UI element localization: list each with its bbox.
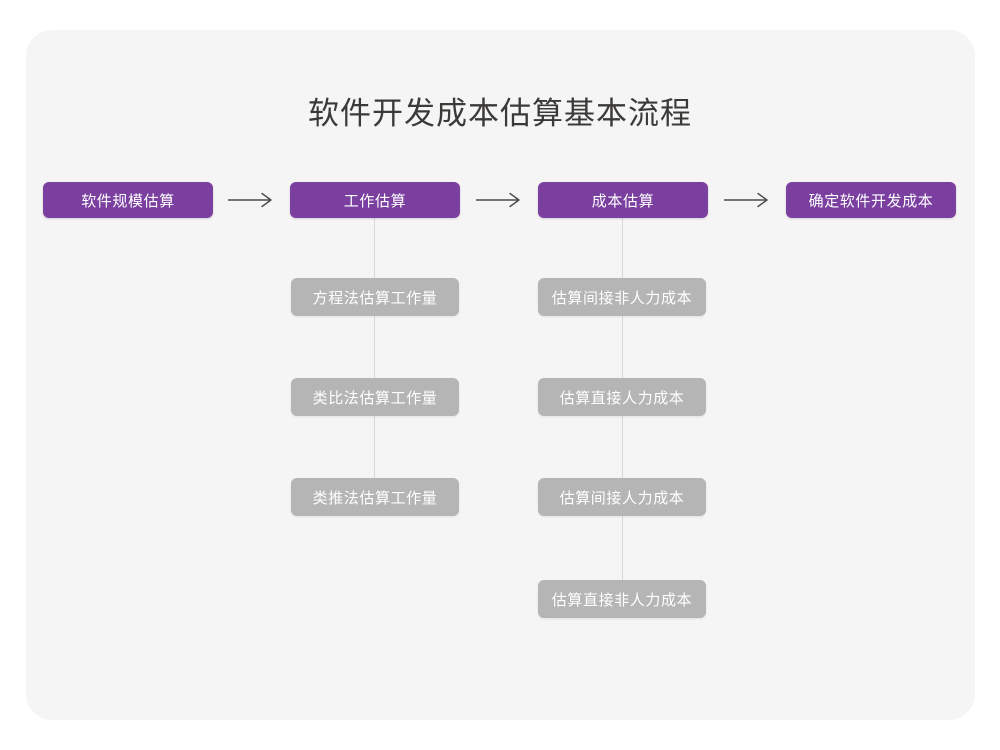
diagram-card (26, 30, 975, 720)
flow-node-work-estimation[interactable]: 工作估算 (290, 182, 460, 218)
arrow-right-icon-2 (474, 190, 526, 210)
flow-node-software-scale-estimation[interactable]: 软件规模估算 (43, 182, 213, 218)
branch-node-indirect-nonlabor-cost[interactable]: 估算间接非人力成本 (538, 278, 706, 316)
flow-node-cost-estimation[interactable]: 成本估算 (538, 182, 708, 218)
branch-node-analogy-method-effort[interactable]: 类比法估算工作量 (291, 378, 459, 416)
connector-line-branch-1 (374, 217, 376, 479)
flow-node-determine-development-cost[interactable]: 确定软件开发成本 (786, 182, 956, 218)
arrow-right-icon-3 (722, 190, 774, 210)
branch-node-equation-method-effort[interactable]: 方程法估算工作量 (291, 278, 459, 316)
branch-node-indirect-labor-cost[interactable]: 估算间接人力成本 (538, 478, 706, 516)
page-title: 软件开发成本估算基本流程 (308, 96, 692, 131)
branch-node-direct-labor-cost[interactable]: 估算直接人力成本 (538, 378, 706, 416)
branch-node-inference-method-effort[interactable]: 类推法估算工作量 (291, 478, 459, 516)
branch-node-direct-nonlabor-cost[interactable]: 估算直接非人力成本 (538, 580, 706, 618)
arrow-right-icon-1 (226, 190, 278, 210)
